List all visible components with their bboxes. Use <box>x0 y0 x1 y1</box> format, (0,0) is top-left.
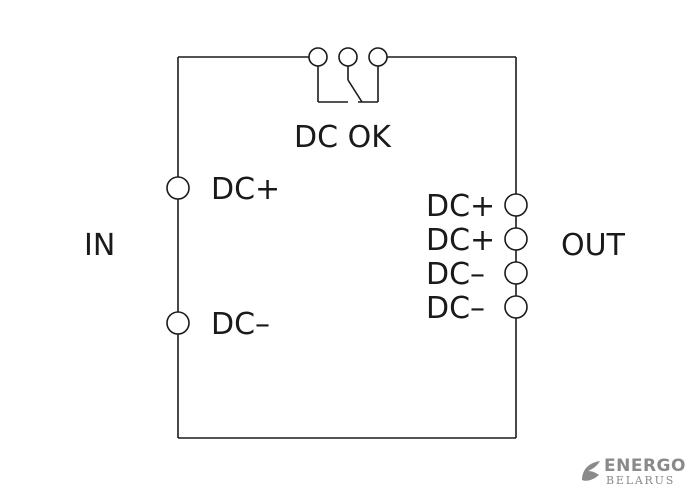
output-label-4: DC– <box>426 291 485 326</box>
energo-belarus-logo: ENERGO BELARUS <box>576 456 694 492</box>
input-label-dc-minus: DC– <box>211 307 270 342</box>
output-label-1: DC+ <box>426 189 495 224</box>
input-terminal-dc-minus <box>166 311 190 335</box>
input-label-dc-plus: DC+ <box>211 172 280 207</box>
output-label-2: DC+ <box>426 223 495 258</box>
relay-terminal-1 <box>308 47 328 67</box>
logo-text-belarus: BELARUS <box>606 474 676 487</box>
relay-label: DC OK <box>294 120 392 155</box>
energo-leaf-icon <box>582 461 600 481</box>
input-side-label: IN <box>84 228 115 263</box>
relay-terminal-2 <box>338 47 358 67</box>
output-side-label: OUT <box>561 228 626 263</box>
relay-terminal-3 <box>368 47 388 67</box>
logo-text-energo: ENERGO <box>604 456 686 476</box>
output-terminal-1 <box>504 193 528 217</box>
input-terminal-dc-plus <box>166 176 190 200</box>
output-label-3: DC– <box>426 257 485 292</box>
output-terminal-4 <box>504 295 528 319</box>
output-terminal-2 <box>504 227 528 251</box>
output-terminal-3 <box>504 261 528 285</box>
relay-contact <box>317 66 379 103</box>
